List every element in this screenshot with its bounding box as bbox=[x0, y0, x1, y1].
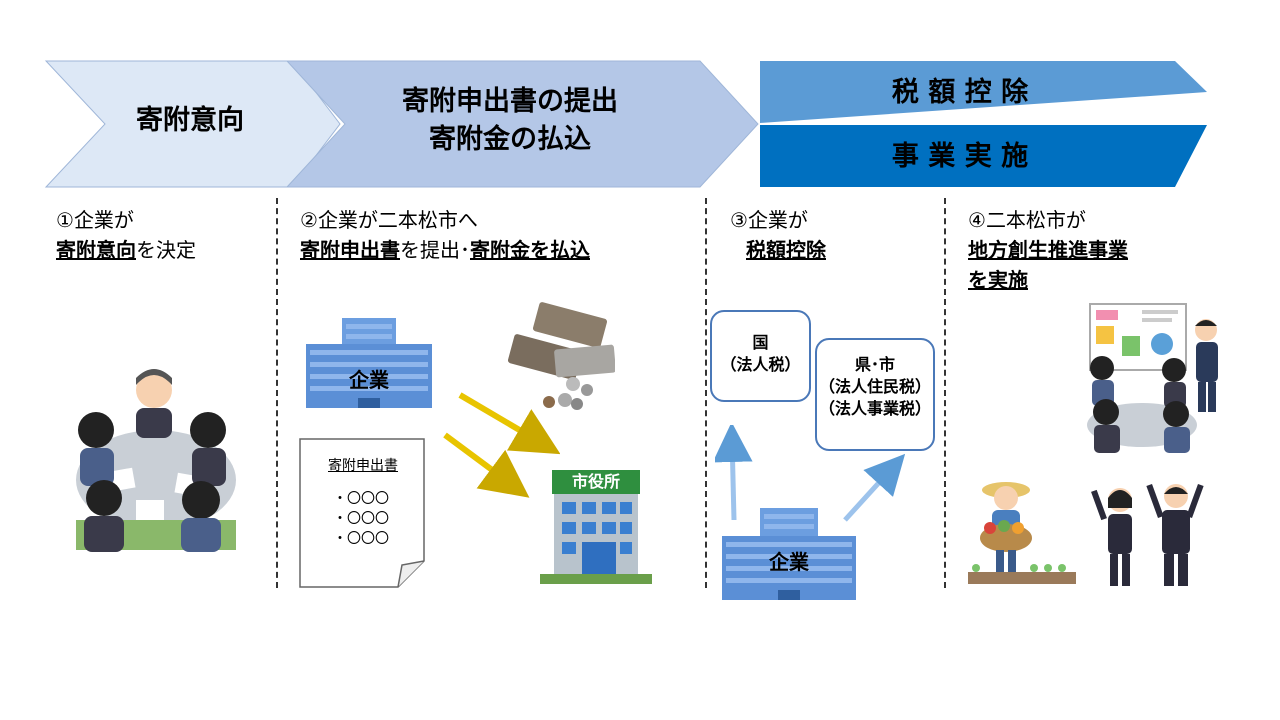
form-item-3: ・〇〇〇 bbox=[333, 531, 389, 547]
flow-label-intent: 寄附意向 bbox=[136, 105, 244, 136]
step-1-text: ①企業が 寄附意向を決定 bbox=[56, 208, 196, 262]
city-hall-icon bbox=[540, 470, 652, 584]
flow-label-tax-credit: 税 額 控 除 bbox=[891, 77, 1029, 108]
company-label-section3: 企業 bbox=[769, 550, 809, 574]
presentation-illustration bbox=[1087, 303, 1218, 453]
company-building-icon bbox=[306, 318, 432, 408]
national-tax-box: 国 （法人税） bbox=[710, 310, 811, 402]
meeting-illustration bbox=[76, 369, 236, 552]
divider-2 bbox=[705, 198, 707, 588]
transfer-arrows bbox=[443, 392, 560, 498]
step-2-text: ②企業が二本松市へ 寄附申出書を提出･寄附金を払込 bbox=[300, 208, 590, 262]
flow-arrow-submit bbox=[285, 60, 759, 188]
step-4-text: ④二本松市が 地方創生推進事業 を実施 bbox=[968, 208, 1128, 292]
flow-arrow-project bbox=[760, 125, 1207, 187]
city-hall-sign: 市役所 bbox=[571, 472, 620, 491]
form-item-1: ・〇〇〇 bbox=[333, 491, 389, 507]
form-title: 寄附申出書 bbox=[328, 458, 398, 474]
company-label-section2: 企業 bbox=[349, 368, 389, 392]
farmer-illustration bbox=[968, 482, 1076, 584]
flow-arrow-tax-credit bbox=[760, 61, 1207, 123]
flow-label-project: 事 業 実 施 bbox=[891, 141, 1029, 172]
money-icon bbox=[507, 302, 615, 410]
staff-illustration bbox=[1091, 483, 1204, 586]
step-3-text: ③企業が 税額控除 bbox=[730, 208, 826, 262]
flow-label-submit-line1: 寄附申出書の提出 bbox=[402, 86, 618, 117]
process-flow bbox=[44, 60, 1207, 188]
tax-credit-arrows bbox=[715, 425, 905, 522]
divider-3 bbox=[944, 198, 946, 588]
company-building-icon-2 bbox=[722, 508, 856, 600]
form-item-2: ・〇〇〇 bbox=[333, 511, 389, 527]
application-form-icon bbox=[299, 438, 425, 588]
flow-label-submit-line2: 寄附金の払込 bbox=[429, 124, 591, 155]
divider-1 bbox=[276, 198, 278, 588]
local-tax-box: 県･市 （法人住民税） （法人事業税） bbox=[815, 338, 935, 451]
